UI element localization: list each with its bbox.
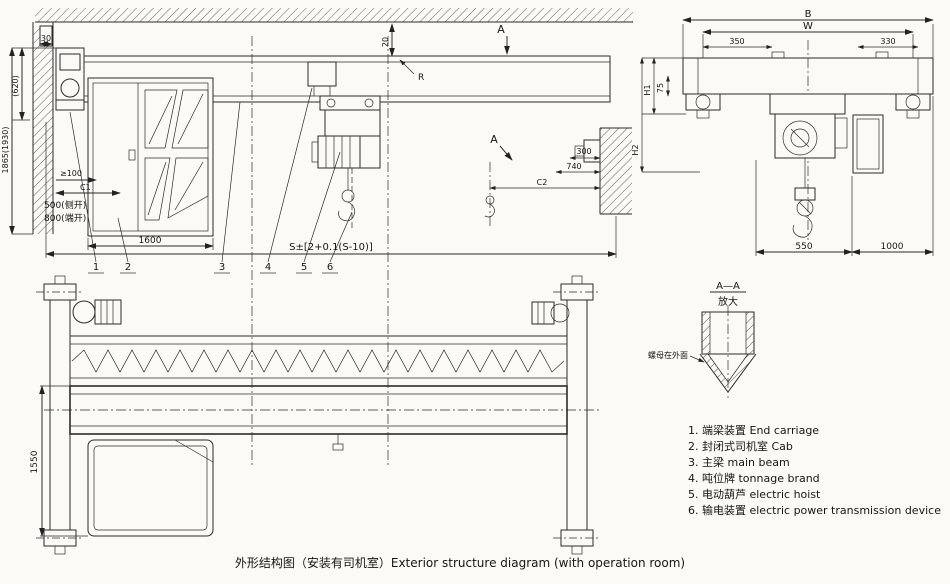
section-a-a [689, 291, 757, 398]
plan-view [36, 275, 601, 555]
dim-h1: H1 [643, 84, 652, 95]
dim-c2: C2 [537, 178, 548, 187]
dim-330: 330 [880, 37, 895, 46]
dim-20: 20 [381, 37, 390, 47]
dim-span: S±[2+0.1(S-10)] [289, 242, 373, 253]
callout-6: 6 [327, 262, 333, 273]
dim-1600: 1600 [139, 236, 162, 246]
dim-w: W [803, 21, 813, 32]
dim-1000: 1000 [881, 242, 904, 252]
dim-350: 350 [729, 37, 744, 46]
section-subtitle: 放大 [718, 295, 738, 308]
callout-1: 1 [93, 262, 99, 273]
dim-h2: H2 [631, 144, 640, 155]
dim-800-end: 800(端开) [44, 212, 86, 224]
legend-item-4: 4. 吨位牌 tonnage brand [688, 471, 820, 485]
legend-item-6: 6. 输电装置 electric power transmission devi… [688, 503, 941, 517]
callout-5: 5 [301, 262, 307, 273]
dim-1865: 1865(1930) [1, 127, 10, 174]
dim-ge100: ≥100 [60, 169, 82, 178]
callout-3: 3 [219, 262, 225, 273]
dim-b: B [805, 9, 812, 20]
callout-2: 2 [125, 262, 131, 273]
dim-30: 30 [41, 34, 51, 43]
legend-item-1: 1. 端梁装置 End carriage [688, 423, 819, 437]
legend-item-5: 5. 电动葫芦 electric hoist [688, 488, 821, 501]
caption: 外形结构图（安装有司机室）Exterior structure diagram … [235, 555, 685, 570]
dim-c1: C1 [80, 183, 91, 192]
dim-75: 75 [656, 83, 665, 93]
dim-500-side: 500(侧开) [44, 199, 86, 211]
dim-300: 300 [576, 147, 591, 156]
dim-r: R [418, 73, 424, 83]
view-label-a-mid: A [490, 133, 498, 146]
legend-item-2: 2. 封闭式司机室 Cab [688, 439, 793, 453]
end-view [639, 17, 934, 256]
dim-550: 550 [795, 242, 812, 252]
dim-740: 740 [566, 162, 581, 171]
callout-4: 4 [265, 262, 271, 273]
dim-620: (620) [11, 75, 20, 97]
section-note: 螺母在外面 [648, 350, 688, 360]
legend-item-3: 3. 主梁 main beam [688, 455, 790, 469]
section-title: A—A [716, 281, 740, 292]
side-view [9, 8, 633, 468]
legend: 1. 端梁装置 End carriage 2. 封闭式司机室 Cab 3. 主梁… [688, 423, 941, 517]
view-label-a-top: A [497, 23, 505, 36]
dim-1550: 1550 [30, 450, 40, 473]
